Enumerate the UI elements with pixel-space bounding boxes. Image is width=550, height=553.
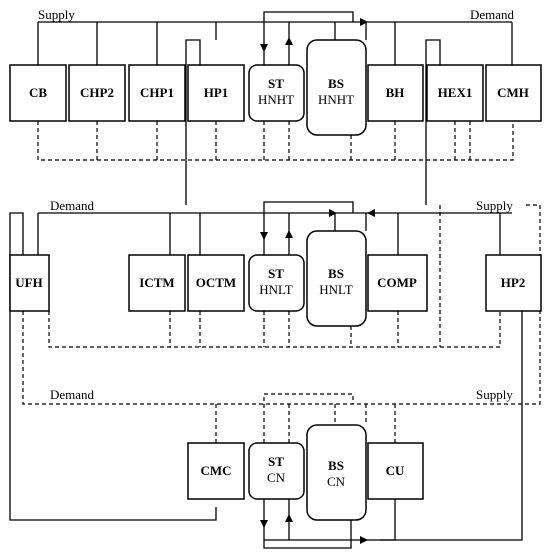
hnht-supply-label: Supply (38, 7, 75, 22)
hnht-supply-pipe (37, 21, 513, 65)
octm-box (187, 254, 245, 312)
cmh-label: CMH (497, 85, 529, 100)
bs-hnht-label: BS (328, 76, 344, 91)
comp-box (367, 254, 428, 312)
st-hnht-label: ST (268, 76, 284, 91)
bs-cn-box (306, 424, 367, 521)
arrow-right-icon (360, 18, 368, 26)
hp2-label: HP2 (501, 275, 526, 290)
cn-network: Demand Supply CMC ST CN BS CN CU (22, 311, 541, 549)
hnlt-demand-label: Demand (50, 198, 95, 213)
cb-label: CB (29, 85, 47, 100)
arrow-left-icon (329, 209, 337, 217)
chp2-label: CHP2 (80, 85, 114, 100)
hp1-label: HP1 (204, 85, 229, 100)
hex1-link-pipe (425, 39, 441, 205)
hnlt-supply-pipe (37, 212, 512, 255)
hp2-cn-link (380, 255, 523, 541)
cn-demand-label: Demand (50, 387, 95, 402)
arrow-down-icon (260, 232, 268, 240)
st-cn-sublabel: CN (267, 470, 286, 485)
st-cn-box (248, 442, 305, 500)
ictm-label: ICTM (139, 275, 174, 290)
hex1-label: HEX1 (438, 85, 473, 100)
cn-supply-label: Supply (476, 387, 513, 402)
cu-box (367, 442, 424, 500)
cn-supply-pipe (22, 311, 541, 450)
arrow-up-icon (285, 230, 293, 238)
st-hnlt-box (248, 254, 305, 312)
octm-label: OCTM (196, 275, 236, 290)
chp2-box (68, 64, 126, 122)
hp2-box (485, 254, 542, 312)
hnlt-storage-loop (263, 201, 354, 255)
chp1-box (128, 64, 186, 122)
arrow-left-icon (367, 209, 375, 217)
chp1-label: CHP1 (140, 85, 174, 100)
bs-hnlt-label: BS (328, 266, 344, 281)
bs-cn-label: BS (328, 458, 344, 473)
hnht-storage-loop (263, 11, 354, 65)
ufh-box (9, 254, 50, 312)
cmh-box (485, 64, 542, 122)
st-hnht-sublabel: HNHT (258, 92, 294, 107)
arrow-down-icon (260, 44, 268, 52)
st-hnht-box (248, 64, 305, 122)
bs-hnht-sublabel: HNHT (318, 92, 354, 107)
cu-label: CU (386, 463, 405, 478)
st-hnlt-label: ST (268, 266, 284, 281)
cn-storage-loop (263, 393, 354, 450)
hnlt-supply-label: Supply (476, 198, 513, 213)
cmc-label: CMC (200, 463, 231, 478)
ufh-label: UFH (15, 275, 42, 290)
hnlt-return-pipe (48, 204, 541, 348)
st-hnlt-sublabel: HNLT (259, 282, 293, 297)
hnlt-bs-pipes (334, 213, 367, 231)
bs-cn-sublabel: CN (327, 474, 346, 489)
ufh-cn-link (9, 212, 217, 521)
arrow-up-icon (285, 37, 293, 45)
hnht-network: Supply Demand CB CHP2 CHP1 HP1 ST HNHT B… (9, 7, 542, 205)
bs-hnht-box (306, 39, 367, 136)
arrow-down-icon (260, 520, 268, 528)
bh-label: BH (386, 85, 405, 100)
bs-hnlt-box (306, 230, 367, 327)
arrow-right-icon (360, 536, 368, 544)
cmc-box (187, 442, 245, 500)
hnht-return-pipe (37, 121, 514, 161)
ictm-box (128, 254, 186, 312)
bs-hnlt-sublabel: HNLT (319, 282, 353, 297)
hp1-link-pipe (185, 39, 201, 205)
hnlt-network: Demand Supply UFH ICTM OCTM ST HNLT BS H… (9, 198, 542, 541)
hnht-bs-pipes (334, 22, 367, 40)
st-cn-label: ST (268, 454, 284, 469)
comp-label: COMP (377, 275, 417, 290)
hnht-demand-label: Demand (470, 7, 515, 22)
arrow-up-icon (285, 514, 293, 522)
